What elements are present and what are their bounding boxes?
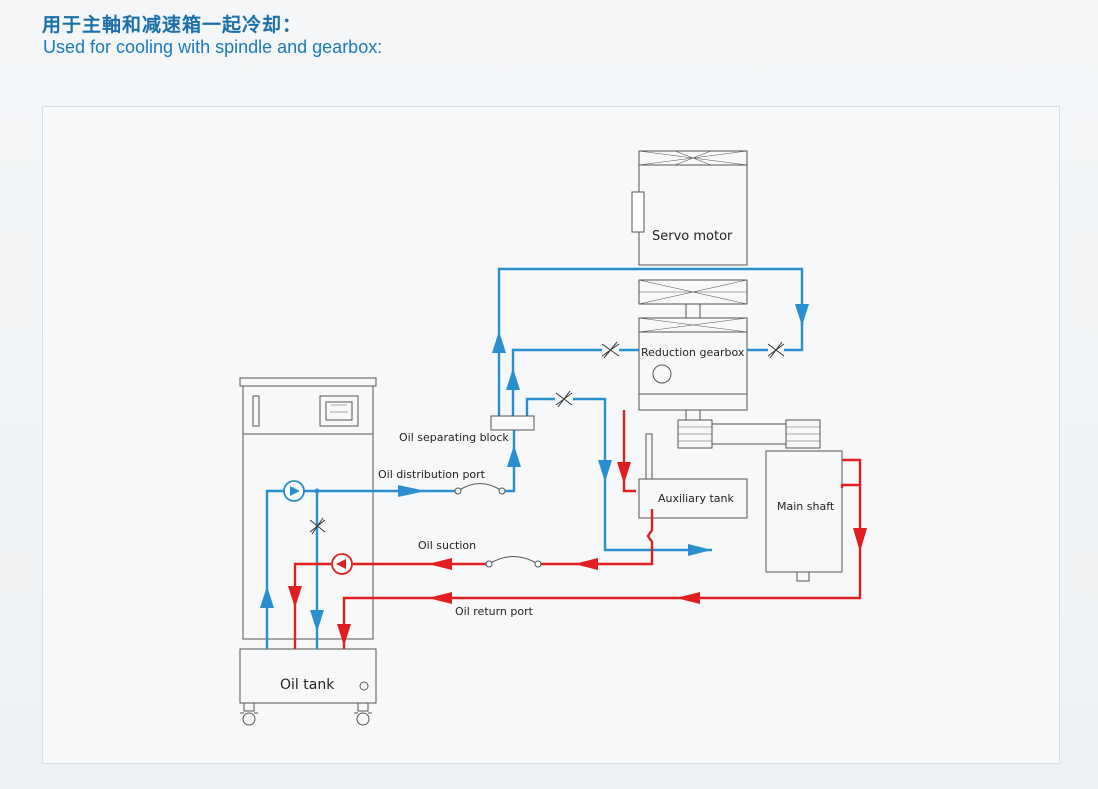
diagram-panel	[42, 106, 1060, 764]
oil-return-port-label: Oil return port	[455, 605, 534, 618]
oil-tank	[239, 648, 377, 704]
servo-motor-label: Servo motor	[652, 229, 733, 244]
main-shaft-label: Main shaft	[777, 500, 835, 513]
flow-arrow-icon	[260, 304, 867, 646]
auxiliary-tank	[638, 433, 748, 519]
junction-dot	[314, 488, 320, 494]
throttle-valve-icon	[309, 341, 785, 535]
reduction-gearbox-label: Reduction gearbox	[641, 346, 745, 359]
servo-motor	[631, 150, 748, 266]
page-title-en: Used for cooling with spindle and gearbo…	[43, 37, 383, 57]
caster-wheel-icon	[240, 702, 372, 726]
oil-separating-block-label: Oil separating block	[399, 431, 509, 444]
oil-cooler-unit	[239, 377, 377, 640]
page-title-cn: 用于主軸和减速箱一起冷却：	[42, 14, 303, 36]
auxiliary-tank-label: Auxiliary tank	[658, 492, 734, 505]
coupling-spindle	[677, 419, 821, 449]
pump-icon	[283, 480, 353, 575]
reduction-gearbox	[638, 279, 748, 421]
oil-tank-label: Oil tank	[280, 677, 335, 693]
quick-coupling-icon	[454, 483, 542, 568]
oil-separating-block	[490, 415, 535, 431]
oil-distribution-port-label: Oil distribution port	[378, 468, 486, 481]
main-shaft	[765, 450, 843, 582]
oil-suction-label: Oil suction	[418, 539, 476, 552]
